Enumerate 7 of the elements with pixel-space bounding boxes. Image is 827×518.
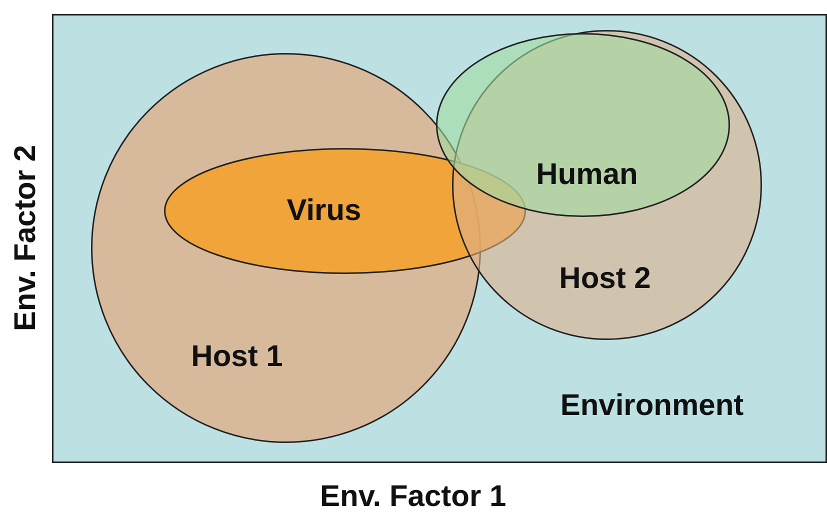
region-label: Environment [560,391,744,421]
region-label: Virus [286,196,362,226]
region-label: Human [536,160,638,190]
region-label: Host 2 [559,264,651,294]
region-label: Host 1 [191,342,283,372]
axis-label: Env. Factor 1 [320,482,506,512]
axis-label: Env. Factor 2 [11,144,41,332]
